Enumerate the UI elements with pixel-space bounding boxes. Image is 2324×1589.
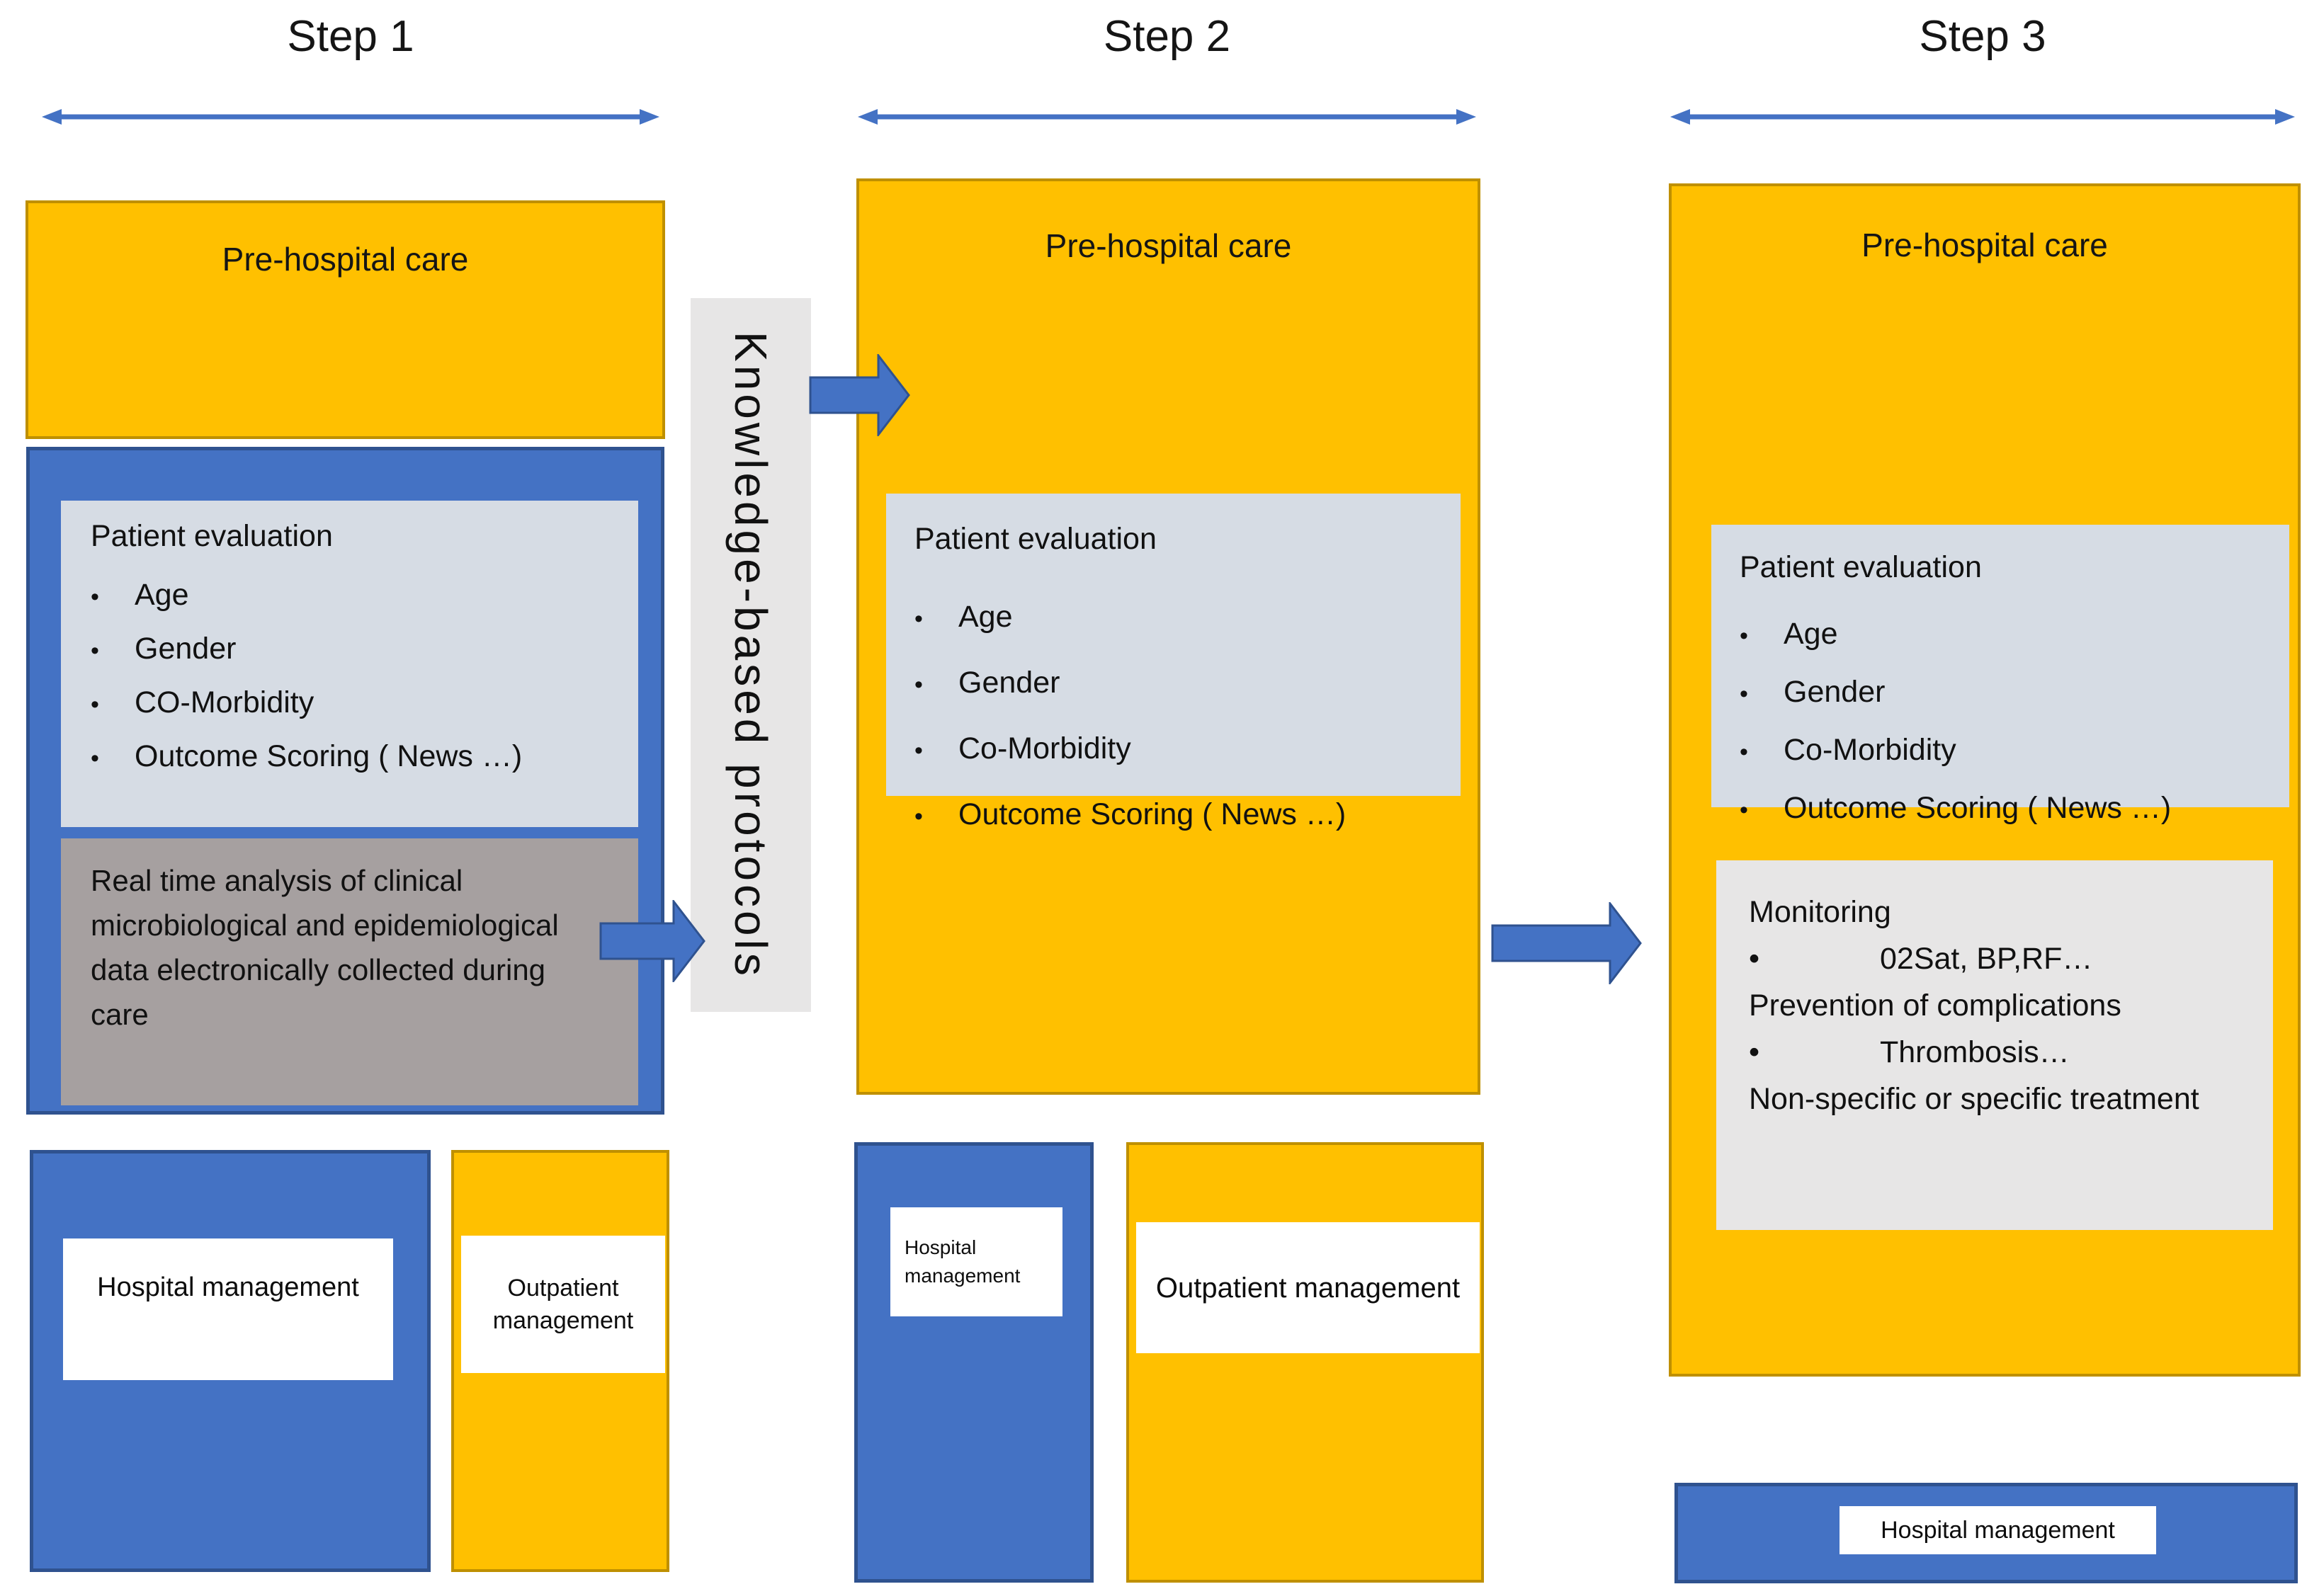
step1-realtime-analysis-box: Real time analysis of clinical microbiol… xyxy=(61,838,638,1105)
step2-pre-hospital-box: Pre-hospital care Patient evaluation •Ag… xyxy=(856,178,1480,1095)
step1-hospital-management-box: Hospital management xyxy=(30,1150,431,1572)
step2-hospital-management-label: Hospital management xyxy=(890,1207,1062,1316)
step3-pre-hospital-label: Pre-hospital care xyxy=(1861,227,2108,263)
step3-evaluation-list: •Age •Gender •Co-Morbidity •Outcome Scor… xyxy=(1740,606,2289,838)
step1-realtime-analysis-text: Real time analysis of clinical microbiol… xyxy=(91,864,559,1031)
bullet-icon: • xyxy=(91,691,99,718)
bullet-icon: • xyxy=(1749,1035,1760,1069)
step1-hospital-management-label: Hospital management xyxy=(63,1238,393,1380)
knowledge-protocols-bar: Knowledge-based protocols xyxy=(691,298,811,1012)
step1-evaluation-title: Patient evaluation xyxy=(91,519,333,553)
step1-evaluation-list: •Age •Gender •CO-Morbidity •Outcome Scor… xyxy=(91,569,638,785)
step3-span-arrow-icon xyxy=(1670,109,2295,125)
list-item: •Gender xyxy=(91,623,638,677)
step3-title: Step 3 xyxy=(1919,12,2046,61)
list-item: •Outcome Scoring ( News …) xyxy=(91,731,638,785)
bullet-icon: • xyxy=(91,745,99,772)
bullet-icon: • xyxy=(91,637,99,664)
bullet-icon: • xyxy=(914,737,923,764)
step1-title: Step 1 xyxy=(287,12,414,61)
step1-analysis-container: Patient evaluation •Age •Gender •CO-Morb… xyxy=(26,447,664,1115)
list-item: •Age xyxy=(914,585,1461,651)
monitoring-bullet-row: • 02Sat, BP,RF… xyxy=(1749,935,2245,982)
step3-hospital-management-label: Hospital management xyxy=(1840,1506,2156,1554)
list-item: •Gender xyxy=(1740,664,2289,722)
bullet-icon: • xyxy=(1740,739,1748,765)
step2-pre-hospital-label: Pre-hospital care xyxy=(1045,227,1292,264)
step2-outpatient-management-label: Outpatient management xyxy=(1136,1222,1480,1353)
bullet-icon: • xyxy=(914,803,923,830)
monitoring-bullet-row: • Thrombosis… xyxy=(1749,1029,2245,1076)
list-item: •Age xyxy=(91,569,638,623)
step2-evaluation-title: Patient evaluation xyxy=(914,522,1157,556)
step1-patient-evaluation-box: Patient evaluation •Age •Gender •CO-Morb… xyxy=(61,501,638,827)
bullet-icon: • xyxy=(914,671,923,698)
bullet-icon: • xyxy=(1740,680,1748,707)
flow-arrow-protocols-to-step2-icon xyxy=(809,354,910,436)
step1-pre-hospital-box: Pre-hospital care xyxy=(25,200,665,439)
list-item: •Age xyxy=(1740,606,2289,664)
step1-span-arrow-icon xyxy=(42,109,659,125)
bullet-icon: • xyxy=(1740,797,1748,824)
step2-hospital-management-box: Hospital management xyxy=(854,1142,1094,1583)
step1-outpatient-management-label: Outpatient management xyxy=(461,1236,665,1373)
list-item: •Outcome Scoring ( News …) xyxy=(1740,780,2289,838)
bullet-icon: • xyxy=(1740,622,1748,649)
step3-monitoring-box: Monitoring • 02Sat, BP,RF… Prevention of… xyxy=(1716,860,2273,1230)
list-item: •CO-Morbidity xyxy=(91,677,638,731)
monitoring-line: Prevention of complications xyxy=(1749,989,2121,1023)
flow-arrow-step2-to-step3-icon xyxy=(1491,902,1642,984)
list-item: •Co-Morbidity xyxy=(1740,722,2289,780)
step1-outpatient-management-box: Outpatient management xyxy=(451,1150,669,1572)
step2-title: Step 2 xyxy=(1103,12,1231,61)
bullet-icon: • xyxy=(914,605,923,632)
list-item: •Outcome Scoring ( News …) xyxy=(914,782,1461,848)
step2-evaluation-list: •Age •Gender •Co-Morbidity •Outcome Scor… xyxy=(914,585,1461,848)
step3-patient-evaluation-box: Patient evaluation •Age •Gender •Co-Morb… xyxy=(1711,525,2289,825)
step3-pre-hospital-box: Pre-hospital care Patient evaluation •Ag… xyxy=(1669,183,2301,1377)
step3-evaluation-title: Patient evaluation xyxy=(1740,550,1982,584)
step3-hospital-management-box: Hospital management xyxy=(1674,1483,2298,1583)
step2-outpatient-management-box: Outpatient management xyxy=(1126,1142,1484,1583)
knowledge-protocols-label: Knowledge-based protocols xyxy=(725,331,776,979)
monitoring-title: Monitoring xyxy=(1749,895,1891,929)
flow-arrow-step1-to-protocols-icon xyxy=(599,900,705,982)
list-item: •Gender xyxy=(914,651,1461,717)
step2-span-arrow-icon xyxy=(858,109,1476,125)
bullet-icon: • xyxy=(91,583,99,610)
step2-patient-evaluation-box: Patient evaluation •Age •Gender •Co-Morb… xyxy=(886,494,1461,831)
monitoring-line: Non-specific or specific treatment xyxy=(1749,1082,2199,1116)
bullet-icon: • xyxy=(1749,942,1760,976)
step1-pre-hospital-label: Pre-hospital care xyxy=(222,241,469,278)
list-item: •Co-Morbidity xyxy=(914,717,1461,782)
